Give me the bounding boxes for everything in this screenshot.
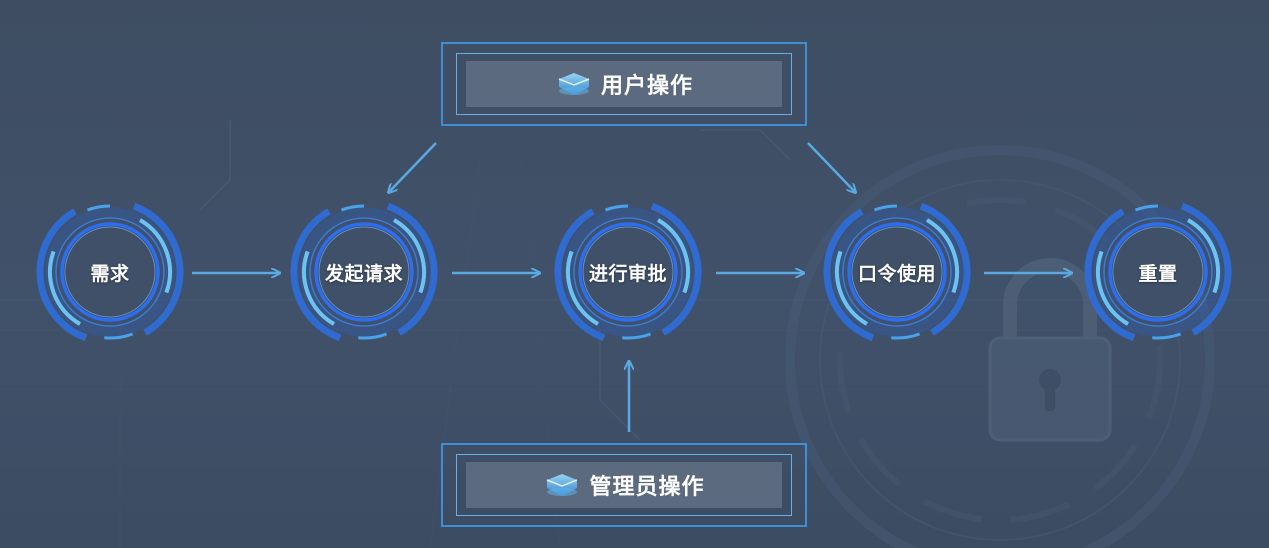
step-label: 口令使用 xyxy=(857,263,936,285)
admin-operation-box: 管理员操作 xyxy=(441,443,807,527)
step-label: 发起请求 xyxy=(324,263,403,285)
node-ring xyxy=(36,202,184,342)
user-operation-inner-border xyxy=(456,53,792,115)
platform-icon xyxy=(547,474,578,496)
admin-operation-inner-border xyxy=(456,454,792,516)
platform-icon xyxy=(558,73,590,95)
arrow-user-to-request xyxy=(389,142,437,192)
step-label: 重置 xyxy=(1138,263,1178,285)
step-node-need: 需求 xyxy=(35,197,185,347)
step-node-approval: 进行审批 xyxy=(553,197,703,347)
arrow-user-to-use xyxy=(807,142,855,192)
node-ring xyxy=(554,202,702,342)
node-ring xyxy=(1084,202,1232,342)
node-ring xyxy=(823,202,971,342)
step-node-reset: 重置 xyxy=(1083,197,1233,347)
user-operation-panel: 用户操作 xyxy=(466,61,782,107)
node-ring xyxy=(290,202,438,342)
admin-operation-panel: 管理员操作 xyxy=(466,462,782,508)
user-operation-label: 用户操作 xyxy=(600,73,693,98)
step-node-request: 发起请求 xyxy=(289,197,439,347)
admin-operation-label: 管理员操作 xyxy=(589,474,705,499)
step-node-use: 口令使用 xyxy=(822,197,972,347)
step-label: 需求 xyxy=(90,263,130,285)
step-label: 进行审批 xyxy=(588,263,667,285)
user-operation-box: 用户操作 xyxy=(441,42,807,126)
